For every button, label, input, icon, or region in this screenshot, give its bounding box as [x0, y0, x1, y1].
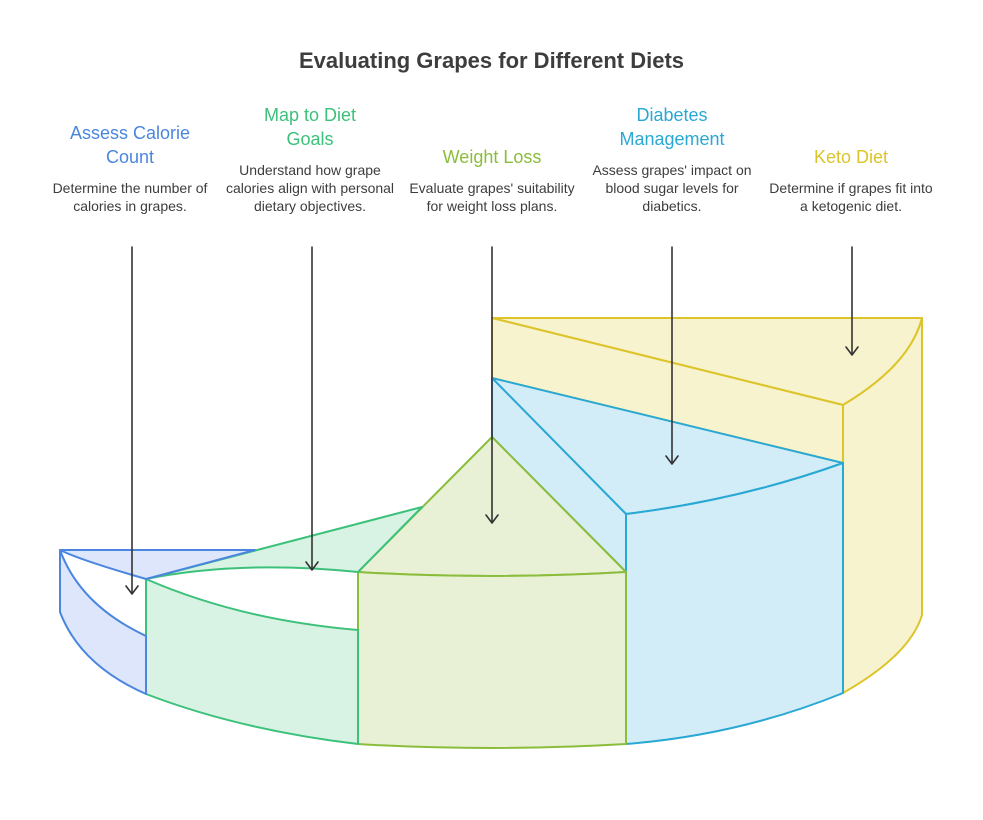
step-heading: Keto Diet: [813, 147, 889, 167]
step-heading: Weight Loss: [442, 147, 542, 167]
segment-diabetes: [491, 377, 844, 745]
step-heading: Assess Calorie Count: [69, 123, 191, 167]
arrow-calorie: [125, 246, 139, 595]
step-keto-diet: Keto Diet Determine if grapes fit into a…: [766, 145, 936, 215]
segment-calorie: [59, 549, 256, 695]
step-description: Determine the number of calories in grap…: [52, 180, 208, 214]
segment-keto: [491, 317, 923, 694]
step-description: Determine if grapes fit into a ketogenic…: [769, 180, 933, 214]
diagram-title: Evaluating Grapes for Different Diets: [298, 48, 685, 73]
arrow-keto: [845, 246, 859, 356]
arrow-diet-goals: [305, 246, 319, 571]
step-heading: Diabetes Management: [619, 105, 725, 149]
step-heading: Map to Diet Goals: [263, 105, 357, 149]
step-description: Assess grapes' impact on blood sugar lev…: [592, 162, 752, 214]
step-description: Evaluate grapes' suitability for weight …: [409, 180, 575, 214]
step-map-to-diet-goals: Map to Diet Goals Understand how grape c…: [225, 103, 395, 215]
arrow-weight-loss: [485, 246, 499, 524]
step-diabetes-management: Diabetes Management Assess grapes' impac…: [587, 103, 757, 215]
step-weight-loss: Weight Loss Evaluate grapes' suitability…: [407, 145, 577, 215]
arrow-diabetes: [665, 246, 679, 465]
step-assess-calorie-count: Assess Calorie Count Determine the numbe…: [45, 121, 215, 215]
step-description: Understand how grape calories align with…: [225, 162, 395, 214]
